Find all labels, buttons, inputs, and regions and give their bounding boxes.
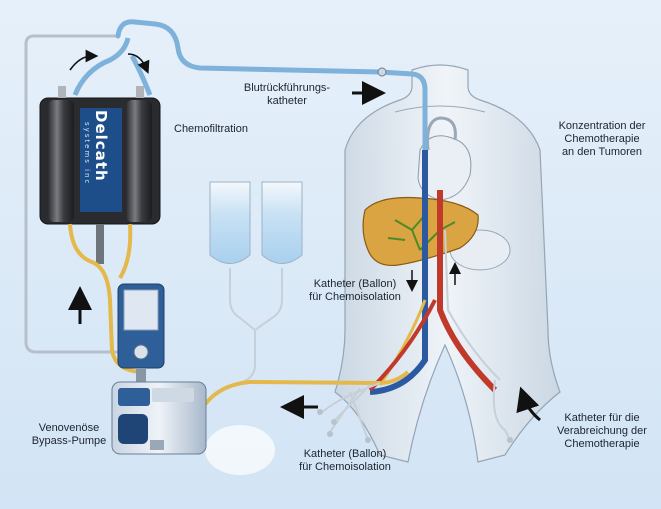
gray-loop-tube (24, 34, 120, 354)
connector-hub (377, 67, 387, 77)
tumor-concentration-label-line3: an den Tumoren (561, 146, 643, 158)
arrow-down-right-filter (127, 53, 150, 74)
pump-label: Venovenöse Bypass-Pumpe (26, 422, 112, 448)
pump-label-line2: Bypass-Pumpe (31, 435, 107, 447)
liver (362, 196, 479, 267)
vena-cava (369, 150, 428, 395)
aortic-arch (426, 116, 457, 151)
blood-return-catheter-label-line2: katheter (267, 95, 307, 107)
arrow-to-delivery-catheter (516, 386, 541, 422)
delivery-catheter-label-line3: Chemotherapie (564, 438, 640, 450)
filter-outlet-tube-left (72, 37, 131, 96)
tumor-concentration-label-line1: Konzentration der (558, 120, 646, 132)
delivery-catheter-in-body (444, 229, 501, 381)
return-catheter-tube (115, 19, 428, 153)
filter-brand-sub: systems inc (83, 122, 91, 186)
yellow-tube-to-body (198, 370, 410, 414)
blood-return-catheter-label-line1: Blutrückführungs- (243, 82, 331, 94)
arrow-up-left-filter (69, 49, 99, 71)
blood-return-catheter-label: Blutrückführungs- katheter (232, 82, 342, 108)
iv-bags (209, 181, 303, 384)
background-glow (205, 425, 275, 475)
aorta (437, 190, 498, 393)
pump-base (111, 381, 207, 455)
filter-brand-name: Delcath (92, 110, 110, 182)
chemofiltration-label: Chemofiltration (174, 123, 248, 135)
collarbone-line (394, 105, 486, 113)
tumor-concentration-label: Konzentration der Chemotherapie an den T… (552, 120, 652, 159)
delivery-catheter-label: Katheter für die Verabreichung der Chemo… (552, 412, 652, 451)
delivery-catheter-label-line1: Katheter für die (564, 412, 640, 424)
catheter-hubs (317, 379, 513, 443)
balloon-catheter-upper-label-line2: für Chemoisolation (309, 291, 401, 303)
pump-controller (117, 283, 165, 382)
balloon-catheter-lower-label-line1: Katheter (Ballon) (303, 448, 387, 460)
yellow-tube-to-pump (118, 223, 133, 280)
balloon-catheter-lower-label: Katheter (Ballon) für Chemoisolation (290, 448, 400, 474)
balloon-catheter-upper-label-line1: Katheter (Ballon) (313, 278, 397, 290)
chemofilter-unit (39, 86, 161, 264)
balloon-catheter-lower-label-line2: für Chemoisolation (299, 461, 391, 473)
pump-label-line1: Venovenöse (38, 422, 100, 434)
balloon-catheter-upper-label: Katheter (Ballon) für Chemoisolation (302, 278, 408, 304)
delivery-catheter-label-line2: Verabreichung der (557, 425, 647, 437)
tumor-concentration-label-line2: Chemotherapie (564, 133, 640, 145)
